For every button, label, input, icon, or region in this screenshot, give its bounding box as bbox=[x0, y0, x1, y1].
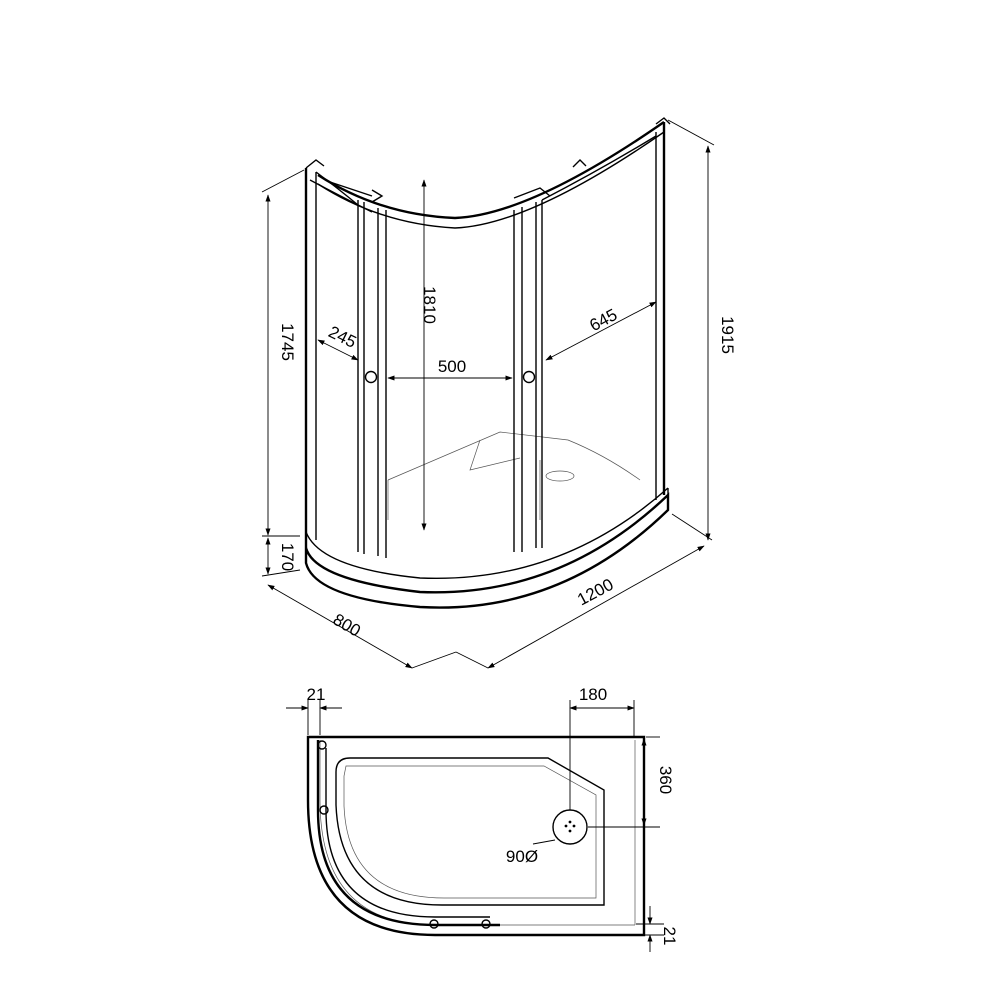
dim-drain-offset-y: 360 bbox=[588, 736, 675, 828]
dim-wall-offset-top: 21 bbox=[286, 685, 342, 735]
basin-contour bbox=[335, 757, 605, 906]
door-rollers-plan bbox=[317, 740, 491, 929]
dim-width: 1200 bbox=[455, 545, 705, 669]
dim-panel-height: 1745 bbox=[261, 169, 305, 537]
dim-label-1915: 1915 bbox=[718, 316, 737, 354]
right-sliding-door bbox=[513, 200, 543, 552]
dim-label-21-bottom: 21 bbox=[660, 927, 679, 946]
dim-label-1200: 1200 bbox=[574, 575, 616, 610]
dim-label-500: 500 bbox=[438, 357, 466, 376]
dim-label-800: 800 bbox=[330, 610, 364, 641]
dim-label-170: 170 bbox=[278, 543, 297, 571]
dim-drain-offset-x: 180 bbox=[569, 685, 635, 810]
dim-total-height: 1915 bbox=[667, 119, 737, 541]
left-sliding-door bbox=[357, 200, 387, 558]
dim-label-1745: 1745 bbox=[278, 323, 297, 361]
shower-tray bbox=[304, 431, 670, 609]
dim-side-door-width: 245 bbox=[317, 322, 359, 361]
dim-entry-width: 500 bbox=[387, 357, 513, 381]
dim-wall-offset-bottom: 21 bbox=[636, 906, 679, 952]
dim-label-1810: 1810 bbox=[420, 286, 439, 324]
dim-label-245: 245 bbox=[325, 322, 359, 352]
door-track-plan bbox=[316, 740, 500, 927]
dim-label-360: 360 bbox=[656, 766, 675, 794]
left-side-panel bbox=[304, 159, 373, 548]
top-rail bbox=[317, 117, 671, 229]
tray-outline bbox=[306, 735, 646, 937]
drain: 90Ø bbox=[506, 809, 588, 866]
isometric-view: 1745 170 1810 245 500 645 bbox=[261, 117, 737, 669]
dim-label-drain-diameter: 90Ø bbox=[506, 847, 538, 866]
dim-door-height: 1810 bbox=[420, 179, 439, 531]
dim-front-panel-width: 645 bbox=[545, 301, 657, 361]
plan-view: 90Ø 21 180 bbox=[286, 685, 679, 952]
dim-tray-height: 170 bbox=[261, 537, 301, 577]
dim-label-180: 180 bbox=[579, 685, 607, 704]
dim-label-21-top: 21 bbox=[307, 685, 326, 704]
dim-label-645: 645 bbox=[586, 305, 620, 335]
